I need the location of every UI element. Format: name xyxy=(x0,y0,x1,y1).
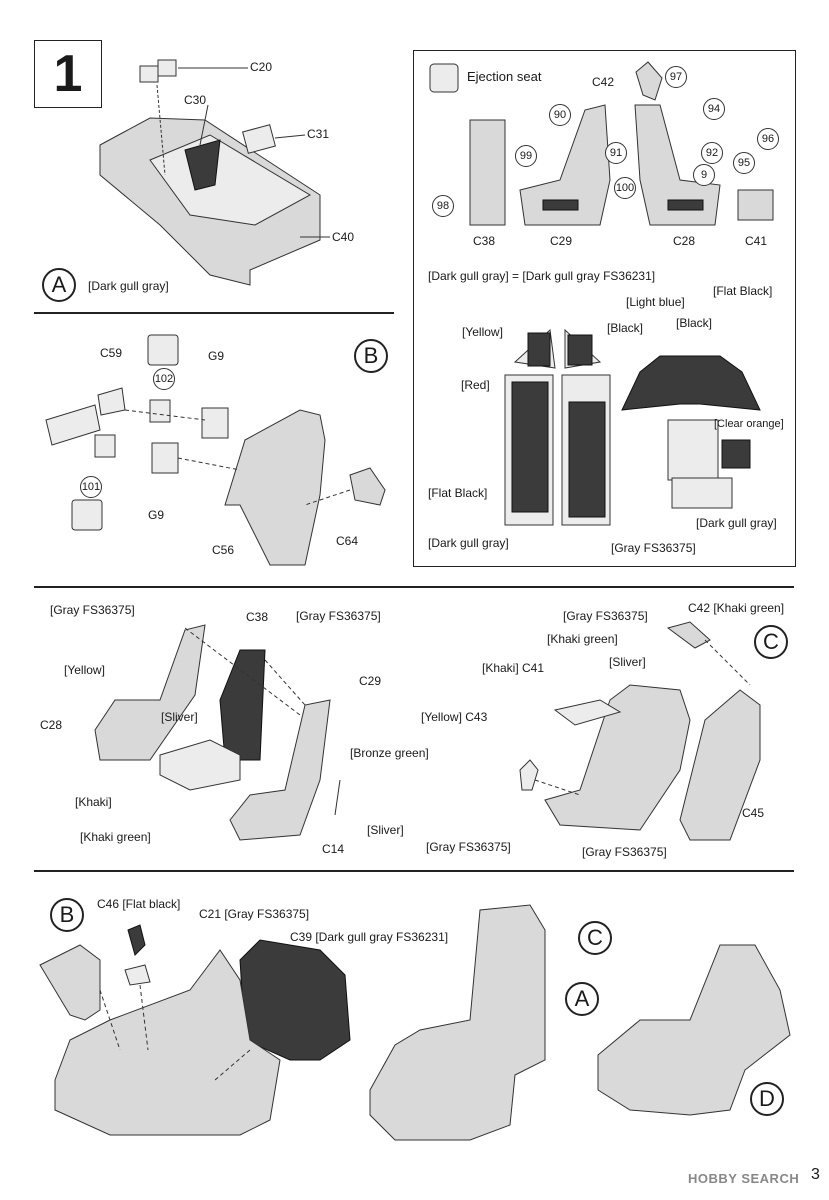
ejection-seat-box xyxy=(413,50,796,567)
paint-black-1: [Black] xyxy=(607,321,644,335)
part-100-marker: 100 xyxy=(614,177,636,199)
divider-middle xyxy=(34,586,794,588)
step-number: 1 xyxy=(53,45,83,103)
part-90-marker: 90 xyxy=(549,104,571,126)
part-98-marker: 98 xyxy=(432,195,454,217)
part-95-marker: 95 xyxy=(733,152,755,174)
label-khaki: [Khaki] xyxy=(75,795,112,809)
part-9-marker: 9 xyxy=(693,164,715,186)
paint-gray-fs36375: [Gray FS36375] xyxy=(611,541,696,555)
part-g9-label-bottom: G9 xyxy=(148,508,165,522)
label-khaki-green-left: [Khaki green] xyxy=(80,830,151,844)
part-c45-label: C45 xyxy=(742,806,765,820)
label-c46-flat-black: C46 [Flat black] xyxy=(97,897,181,911)
final-b-marker: B xyxy=(50,898,84,932)
part-96-marker: 96 xyxy=(757,128,779,150)
seat-assembly-left-drawing xyxy=(94,624,341,841)
part-c14-assembly: C14 xyxy=(322,842,345,856)
part-c29-label: C29 xyxy=(550,234,573,248)
label-sliver-right: [Sliver] xyxy=(609,655,646,669)
step-number-box: 1 xyxy=(34,40,102,108)
subassembly-a-marker: A xyxy=(42,268,76,302)
label-yellow-left: [Yellow] xyxy=(64,663,105,677)
part-101-marker: 101 xyxy=(80,476,102,498)
subassembly-c-marker: C xyxy=(754,625,788,659)
label-gray-bottom-right: [Gray FS36375] xyxy=(582,845,667,859)
part-c41-label: C41 xyxy=(745,234,768,248)
divider-top-left xyxy=(34,312,394,314)
final-assembly-drawing xyxy=(39,904,791,1141)
page-number: 3 xyxy=(811,1166,820,1183)
paint-flat-black-side: [Flat Black] xyxy=(428,486,488,500)
part-c28-assembly: C28 xyxy=(40,718,63,732)
part-c38-assembly: C38 xyxy=(246,610,269,624)
part-94-marker: 94 xyxy=(703,98,725,120)
paint-light-blue: [Light blue] xyxy=(626,295,685,309)
part-c64-label: C64 xyxy=(336,534,359,548)
paint-dark-gull-right: [Dark gull gray] xyxy=(696,516,777,530)
part-g9-label-top: G9 xyxy=(208,349,225,363)
part-97-marker: 97 xyxy=(665,66,687,88)
final-c-marker: C xyxy=(578,921,612,955)
part-c38-label: C38 xyxy=(473,234,496,248)
part-102-marker: 102 xyxy=(153,368,175,390)
subassembly-b-marker: B xyxy=(354,339,388,373)
paint-red: [Red] xyxy=(461,378,490,392)
label-gray-top-mid: [Gray FS36375] xyxy=(296,609,381,623)
sub-b-drawing xyxy=(45,334,386,566)
part-92-marker: 92 xyxy=(701,142,723,164)
label-sliver-1: [Sliver] xyxy=(161,710,198,724)
label-khaki-green-right: [Khaki green] xyxy=(547,632,618,646)
label-c21-gray: C21 [Gray FS36375] xyxy=(199,907,310,921)
part-c40-label: C40 xyxy=(332,230,355,244)
divider-lower xyxy=(34,870,794,872)
label-gray-top-left: [Gray FS36375] xyxy=(50,603,135,617)
label-gray-bottom-left: [Gray FS36375] xyxy=(426,840,511,854)
part-91-marker: 91 xyxy=(605,142,627,164)
paint-flat-black-top: [Flat Black] xyxy=(713,284,773,298)
panel-painting-drawing xyxy=(504,328,761,526)
sub-a-paint-note: [Dark gull gray] xyxy=(88,279,169,293)
final-a-marker: A xyxy=(565,982,599,1016)
paint-black-2: [Black] xyxy=(676,316,713,330)
part-c56-label: C56 xyxy=(212,543,235,557)
part-c20-label: C20 xyxy=(250,60,273,74)
final-d-marker: D xyxy=(750,1082,784,1116)
label-yellow-c43: [Yellow] C43 xyxy=(421,710,488,724)
ejection-seat-drawing xyxy=(429,61,774,226)
part-99-marker: 99 xyxy=(515,145,537,167)
label-c39-dark-gull: C39 [Dark gull gray FS36231] xyxy=(290,930,449,944)
color-equivalence-note: [Dark gull gray] = [Dark gull gray FS362… xyxy=(428,269,656,283)
label-khaki-c41: [Khaki] C41 xyxy=(482,661,545,675)
label-sliver-2: [Sliver] xyxy=(367,823,404,837)
paint-clear-orange: [Clear orange] xyxy=(714,418,784,430)
label-bronze-green: [Bronze green] xyxy=(350,746,429,760)
paint-dark-gull-left: [Dark gull gray] xyxy=(428,536,509,550)
part-c30-label: C30 xyxy=(184,93,207,107)
seat-assembly-right-drawing xyxy=(519,621,761,841)
part-c42-label: C42 xyxy=(592,75,615,89)
part-c29-assembly: C29 xyxy=(359,674,382,688)
paint-yellow: [Yellow] xyxy=(462,325,503,339)
watermark: HOBBY SEARCH xyxy=(688,1171,800,1186)
part-c28-label: C28 xyxy=(673,234,696,248)
label-gray-top-right: [Gray FS36375] xyxy=(563,609,648,623)
cockpit-tub-drawing xyxy=(99,59,330,286)
label-c42-khaki-green: C42 [Khaki green] xyxy=(688,601,785,615)
ejection-seat-title: Ejection seat xyxy=(467,69,542,84)
part-c31-label: C31 xyxy=(307,127,330,141)
part-c59-label: C59 xyxy=(100,346,123,360)
